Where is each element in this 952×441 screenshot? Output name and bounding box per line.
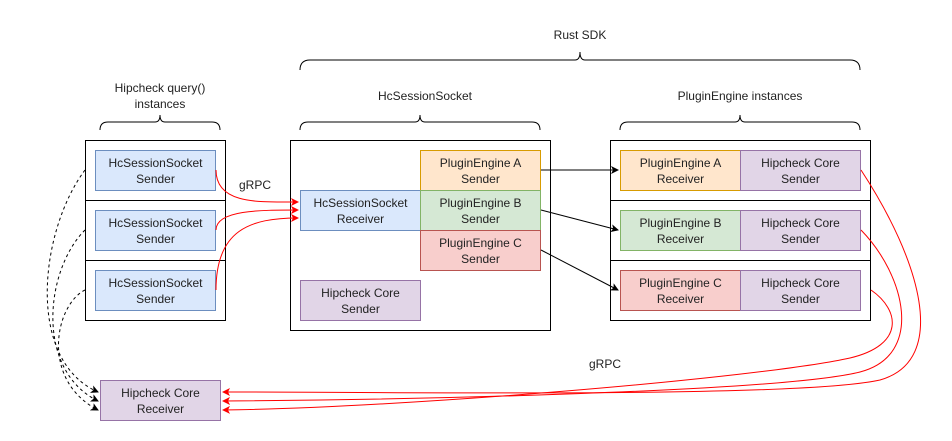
query-instances-brace <box>99 114 221 131</box>
query-sender-1[interactable]: HcSessionSocket Sender <box>95 150 216 191</box>
grpc-edge-query-3 <box>215 214 299 291</box>
plugin-engine-b-receiver[interactable]: PluginEngine B Receiver <box>620 210 741 251</box>
rust-sdk-label: Rust SDK <box>553 28 607 42</box>
plugin-c-core-sender[interactable]: Hipcheck Core Sender <box>740 270 861 311</box>
plugin-engine-a-sender[interactable]: PluginEngine A Sender <box>420 150 541 191</box>
session-socket-label: HcSessionSocket <box>377 89 473 103</box>
query-instances-label: Hipcheck query() instances <box>114 81 206 111</box>
query-sender-3[interactable]: HcSessionSocket Sender <box>95 270 216 311</box>
plugin-instance-divider <box>610 260 871 261</box>
plugin-engine-c-sender[interactable]: PluginEngine C Sender <box>420 230 541 271</box>
plugin-instances-brace <box>619 114 861 131</box>
rust-sdk-brace <box>299 51 861 71</box>
plugin-engine-c-receiver[interactable]: PluginEngine C Receiver <box>620 270 741 311</box>
edge-plugin-b <box>540 209 619 233</box>
plugin-engine-instances-label: PluginEngine instances <box>677 89 803 103</box>
plugin-a-core-sender[interactable]: Hipcheck Core Sender <box>740 150 861 191</box>
plugin-instance-divider <box>610 200 871 201</box>
query-sender-2[interactable]: HcSessionSocket Sender <box>95 210 216 251</box>
plugin-engine-b-sender[interactable]: PluginEngine B Sender <box>420 190 541 231</box>
grpc-label-top: gRPC <box>238 178 271 192</box>
edge-plugin-c <box>540 249 619 291</box>
plugin-b-core-sender[interactable]: Hipcheck Core Sender <box>740 210 861 251</box>
grpc-label-bottom: gRPC <box>588 357 621 371</box>
grpc-edge-query-2 <box>215 206 299 231</box>
query-instance-divider <box>85 200 226 201</box>
socket-core-sender[interactable]: Hipcheck Core Sender <box>300 280 421 321</box>
session-socket-receiver[interactable]: HcSessionSocket Receiver <box>300 190 421 231</box>
hipcheck-core-receiver[interactable]: Hipcheck Core Receiver <box>100 380 221 421</box>
session-socket-brace <box>299 114 541 131</box>
plugin-engine-a-receiver[interactable]: PluginEngine A Receiver <box>620 150 741 191</box>
query-instance-divider <box>85 260 226 261</box>
